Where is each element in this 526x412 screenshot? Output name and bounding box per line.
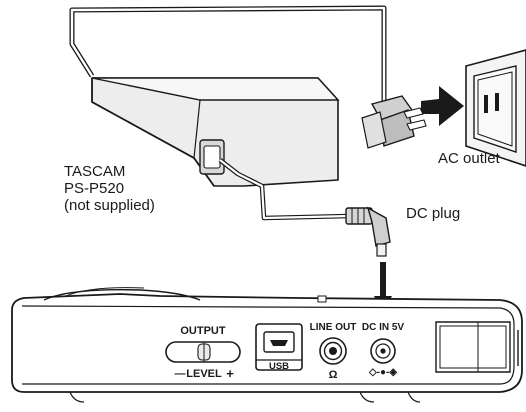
side-cover [435, 321, 511, 373]
plug-prong-top [403, 107, 424, 119]
outlet-slot-right [495, 93, 499, 111]
adapter-brand-label: TASCAM [64, 163, 126, 180]
outlet-slot-left [484, 95, 488, 113]
output-level-slider[interactable] [165, 341, 241, 363]
ac-outlet-label: AC outlet [438, 150, 500, 167]
headphone-symbol: Ω [329, 369, 338, 381]
adapter-model-label: PS-P520 [64, 180, 125, 197]
adapter-note-label: (not supplied) [64, 197, 155, 214]
level-label: LEVEL [186, 368, 222, 380]
line-out-label: LINE OUT [310, 322, 357, 333]
plug-in-arrow-icon [421, 86, 464, 126]
polarity-symbol: ◇-●-◈ [368, 367, 397, 378]
level-minus-label: — [175, 368, 186, 380]
usb-label: USB [269, 361, 289, 372]
usb-port[interactable] [255, 323, 303, 371]
output-label: OUTPUT [180, 325, 226, 337]
plug-prong-bottom [406, 119, 427, 131]
dc-plug-label: DC plug [406, 205, 461, 222]
wall-outlet [465, 49, 526, 167]
dc-plug [345, 206, 391, 257]
line-out-jack[interactable] [319, 337, 347, 365]
ac-adapter [91, 77, 340, 187]
dc-in-label: DC IN 5V [362, 322, 405, 333]
level-plus-label: + [226, 366, 234, 381]
ac-plug [361, 95, 427, 149]
dc-in-jack[interactable] [370, 338, 396, 364]
